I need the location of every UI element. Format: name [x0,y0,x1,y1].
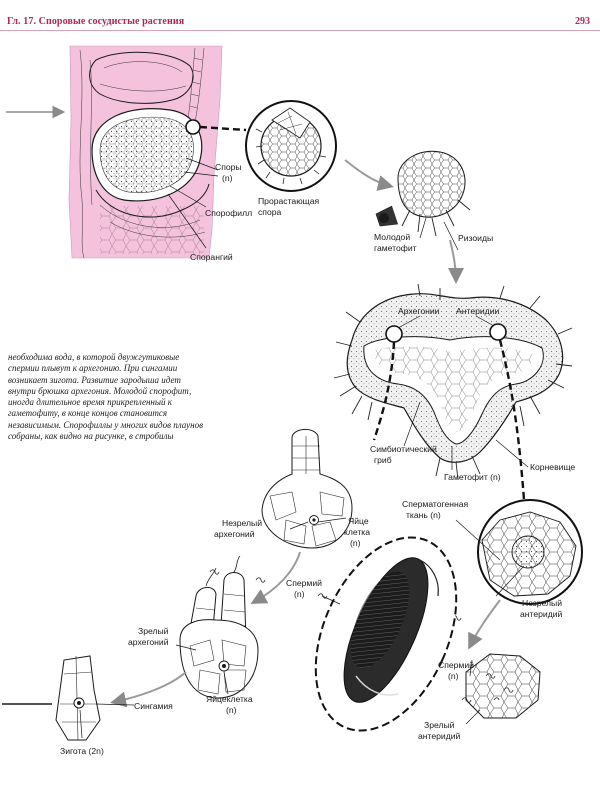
label-spermatogenous-tissue-1: Сперматогенная [402,499,469,509]
young-gametophyte [375,150,471,237]
labels: Споры (n) Прорастающая спора Спорофилл С… [60,162,575,756]
mature-antheridium [465,653,541,719]
label-rhizoids: Ризоиды [458,233,493,243]
label-egg-cell-full-ploidy: (n) [226,705,237,715]
label-mature-archegonium-2: архегоний [128,637,169,647]
label-rhizome: Корневище [530,462,575,472]
label-gametophyte: Гаметофит (n) [444,472,501,482]
immature-archegonium [261,429,353,549]
zoom-connector-spore [199,125,247,132]
label-spores: Споры [215,162,242,172]
label-sperm-1-ploidy: (n) [294,589,305,599]
label-archegonia: Архегонии [398,306,440,316]
zoom-connector-antheridium [498,339,526,501]
label-sperm-2-ploidy: (n) [448,671,459,681]
label-spermatogenous-tissue-2: ткань (n) [406,510,441,520]
label-syngamy: Сингамия [134,701,173,711]
label-mature-antheridium-1: Зрелый [424,720,455,730]
label-mature-archegonium-1: Зрелый [138,626,169,636]
mature-gametophyte [333,283,573,481]
label-sperm-1: Спермий [286,578,322,588]
leader-lines [79,157,529,739]
figure-caption: необходима вода, в которой двужгутиковые… [8,352,204,442]
arrow-to-mature-gametophyte [447,239,464,284]
label-egg-cell-full: Яйцеклетка [206,694,253,704]
label-antheridia: Антеридии [456,306,499,316]
label-young-gametophyte-2: гаметофит [374,243,417,253]
label-immature-antheridium-2: антеридий [520,609,563,619]
label-germinating-spore-2: спора [258,207,282,217]
arrow-to-mature-archegonium [250,551,301,604]
label-immature-archegonium-1: Незрелый [222,518,262,528]
label-sporophyll: Спорофилл [205,208,252,218]
label-sperm-2: Спермий [438,660,474,670]
germinating-spore-view [245,100,337,192]
immature-antheridium [477,499,583,605]
page-header: Гл. 17. Споровые сосудистые растения 293 [0,0,600,31]
arrow-to-young-gametophyte [344,159,394,191]
mature-archegonium [179,555,259,699]
label-spores-ploidy: (n) [222,173,233,183]
sperm-micrograph [314,536,458,732]
label-egg-cell-ploidy: (n) [350,538,361,548]
label-immature-antheridium-1: Незрелый [522,598,562,608]
page-number: 293 [575,16,590,27]
arrow-to-mature-antheridium [468,599,501,650]
label-zygote: Зигота (2n) [60,746,104,756]
header-rule [0,30,600,31]
zygote-structure [55,655,101,741]
label-egg-cell-2: клетка [344,527,370,537]
label-symbiotic-fungus-2: гриб [374,455,392,465]
zoom-connector-archegonium [372,341,396,441]
sporophyll-section [68,45,223,259]
label-sporangium: Спорангий [190,252,233,262]
label-mature-antheridium-2: антеридий [418,731,461,741]
label-germinating-spore-1: Прорастающая [258,196,320,206]
chapter-title: Гл. 17. Споровые сосудистые растения [7,16,185,27]
lifecycle-diagram: Споры (n) Прорастающая спора Спорофилл С… [2,45,583,756]
label-egg-cell-1: Яйце [348,516,369,526]
label-immature-archegonium-2: архегоний [214,529,255,539]
label-young-gametophyte-1: Молодой [374,232,410,242]
arrow-to-zygote [110,671,187,708]
label-symbiotic-fungus-1: Симбиотический [370,444,437,454]
